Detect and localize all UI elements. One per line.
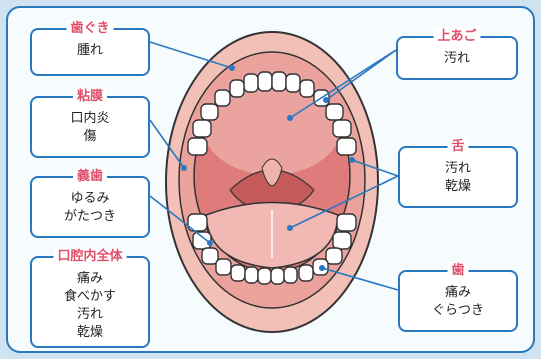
label-teeth: 歯 痛み ぐらつき xyxy=(398,270,518,332)
label-whole-mouth-line-4: 乾燥 xyxy=(32,324,148,342)
label-mucosa-line-2: 傷 xyxy=(32,128,148,146)
label-palate: 上あご 汚れ xyxy=(396,36,518,80)
label-tongue: 舌 汚れ 乾燥 xyxy=(398,146,518,208)
label-gums-line-1: 腫れ xyxy=(32,42,148,60)
label-whole-mouth-title: 口腔内全体 xyxy=(53,248,126,266)
label-palate-line-1: 汚れ xyxy=(398,50,516,68)
label-whole-mouth-line-3: 汚れ xyxy=(32,306,148,324)
label-mucosa-title: 粘膜 xyxy=(73,88,107,106)
label-mucosa: 粘膜 口内炎 傷 xyxy=(30,96,150,158)
label-mucosa-line-1: 口内炎 xyxy=(32,110,148,128)
label-gums-title: 歯ぐき xyxy=(66,20,113,38)
label-teeth-title: 歯 xyxy=(447,262,468,280)
label-gums: 歯ぐき 腫れ xyxy=(30,28,150,76)
label-whole-mouth-line-2: 食べかす xyxy=(32,288,148,306)
label-tongue-line-2: 乾燥 xyxy=(400,178,516,196)
label-dentures-title: 義歯 xyxy=(73,168,107,186)
label-tongue-title: 舌 xyxy=(447,138,468,156)
label-tongue-line-1: 汚れ xyxy=(400,160,516,178)
label-palate-title: 上あご xyxy=(433,28,480,46)
label-dentures: 義歯 ゆるみ がたつき xyxy=(30,176,150,238)
label-dentures-line-2: がたつき xyxy=(32,208,148,226)
label-teeth-line-1: 痛み xyxy=(400,284,516,302)
label-whole-mouth: 口腔内全体 痛み 食べかす 汚れ 乾燥 xyxy=(30,256,150,348)
label-whole-mouth-line-1: 痛み xyxy=(32,270,148,288)
label-teeth-line-2: ぐらつき xyxy=(400,302,516,320)
label-dentures-line-1: ゆるみ xyxy=(32,190,148,208)
